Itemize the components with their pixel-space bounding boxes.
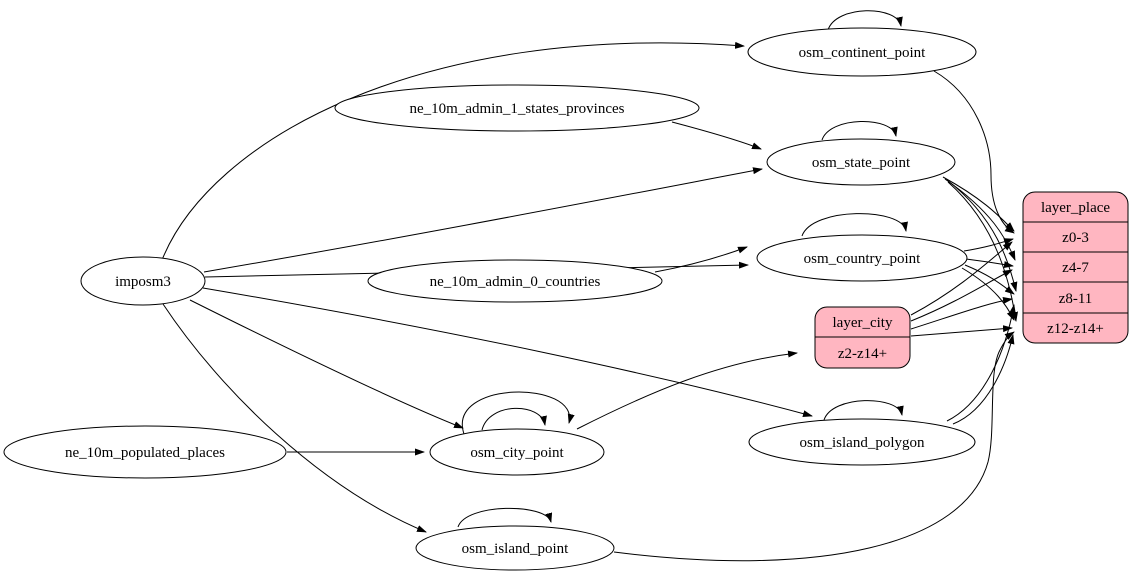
- imposm3-shape: [80, 256, 206, 306]
- edge-layer-city-to-z0-3: [910, 241, 1013, 316]
- osm-island-point-label: osm_island_point: [462, 541, 570, 557]
- osm-country-point-label: osm_country_point: [804, 251, 921, 267]
- osm-island-polygon-shape: [748, 418, 976, 466]
- ne-10m-populated-places-shape: [3, 425, 287, 479]
- selfloop-osm-city-point-inner: [481, 407, 547, 431]
- edge-osm-continent-point-to-z0-3: [933, 70, 1015, 234]
- layer-city-row-z2-z14: z2-z14+: [838, 346, 887, 362]
- edge-osm-country-point-to-z0-3: [963, 238, 1014, 252]
- osm-state-point-label: osm_state_point: [812, 155, 911, 171]
- edge-imposm3-to-osm-state-point: [203, 167, 763, 273]
- edge-ne-10m-admin-0-countries-to-osm-country-point: [654, 246, 748, 273]
- edge-ne-10m-admin-1-states-provinces-to-osm-state-point: [671, 121, 762, 150]
- ne-10m-admin-0-countries-label: ne_10m_admin_0_countries: [430, 274, 601, 290]
- osm-city-point-label: osm_city_point: [470, 445, 564, 461]
- ne-10m-admin-1-states-provinces-label: ne_10m_admin_1_states_provinces: [410, 101, 625, 117]
- node-osm-country-point: osm_country_point: [756, 234, 968, 282]
- edge-osm-country-point-to-z4-7: [965, 258, 1014, 268]
- edge-imposm3-to-osm-island-polygon: [202, 287, 813, 418]
- record-layer-place: layer_place z0-3 z4-7 z8-11 z12-z14+: [1022, 191, 1129, 344]
- edge-imposm3-to-osm-city-point: [189, 299, 464, 429]
- edge-osm-island-polygon-to-z8-11: [946, 304, 1016, 422]
- selfloop-osm-state-point: [821, 120, 898, 141]
- node-osm-island-point: osm_island_point: [415, 525, 615, 571]
- record-layer-city: layer_city z2-z14+: [814, 306, 911, 369]
- layer-place-shape: [1022, 191, 1129, 344]
- osm-country-point-shape: [756, 234, 968, 282]
- edge-osm-city-point-to-layer-city-z2: [576, 350, 798, 430]
- osm-state-point-shape: [766, 138, 956, 186]
- ne-10m-admin-0-countries-shape: [367, 259, 663, 303]
- layer-place-row-z12-z14: z12-z14+: [1047, 321, 1104, 337]
- selfloop-osm-island-point: [457, 507, 553, 528]
- layer-place-header: layer_place: [1041, 200, 1110, 216]
- osm-continent-point-shape: [747, 27, 977, 77]
- layer-city-header: layer_city: [833, 315, 893, 331]
- ne-10m-admin-1-states-provinces-shape: [334, 84, 700, 132]
- osm-continent-point-label: osm_continent_point: [799, 45, 926, 61]
- node-osm-continent-point: osm_continent_point: [747, 27, 977, 77]
- osm-island-point-shape: [415, 525, 615, 571]
- osm-island-polygon-label: osm_island_polygon: [799, 435, 925, 451]
- layer-place-row-z8-11: z8-11: [1059, 291, 1093, 307]
- selfloop-osm-city-point-outer: [461, 391, 575, 435]
- node-ne-10m-admin-0-countries: ne_10m_admin_0_countries: [367, 259, 663, 303]
- node-osm-island-polygon: osm_island_polygon: [748, 418, 976, 466]
- layer-place-row-z4-7: z4-7: [1062, 260, 1089, 276]
- selfloop-osm-continent-point: [827, 10, 903, 31]
- edge-osm-island-point-to-z12-z14: [613, 331, 1015, 562]
- osm-city-point-shape: [429, 428, 605, 476]
- selfloop-osm-island-polygon: [823, 400, 904, 421]
- edge-osm-country-point-to-z8-11: [964, 264, 1015, 295]
- node-ne-10m-admin-1-states-provinces: ne_10m_admin_1_states_provinces: [334, 84, 700, 132]
- edge-layer-city-to-z12-z14: [910, 325, 1013, 337]
- imposm3-label: imposm3: [115, 274, 171, 290]
- layer-place-row-z0-3: z0-3: [1062, 230, 1089, 246]
- edge-layer-city-to-z8-11: [910, 297, 1013, 330]
- edge-layer-city-to-z4-7: [910, 269, 1013, 322]
- node-ne-10m-populated-places: ne_10m_populated_places: [3, 425, 287, 479]
- ne-10m-populated-places-label: ne_10m_populated_places: [65, 445, 225, 461]
- edge-imposm3-to-osm-island-point: [162, 303, 427, 533]
- node-imposm3: imposm3: [80, 256, 206, 306]
- selfloop-osm-country-point: [801, 213, 908, 237]
- edge-osm-state-point-to-z8-11: [946, 179, 1018, 292]
- edge-osm-state-point-to-z0-3: [942, 176, 1015, 232]
- node-osm-city-point: osm_city_point: [429, 428, 605, 476]
- node-osm-state-point: osm_state_point: [766, 138, 956, 186]
